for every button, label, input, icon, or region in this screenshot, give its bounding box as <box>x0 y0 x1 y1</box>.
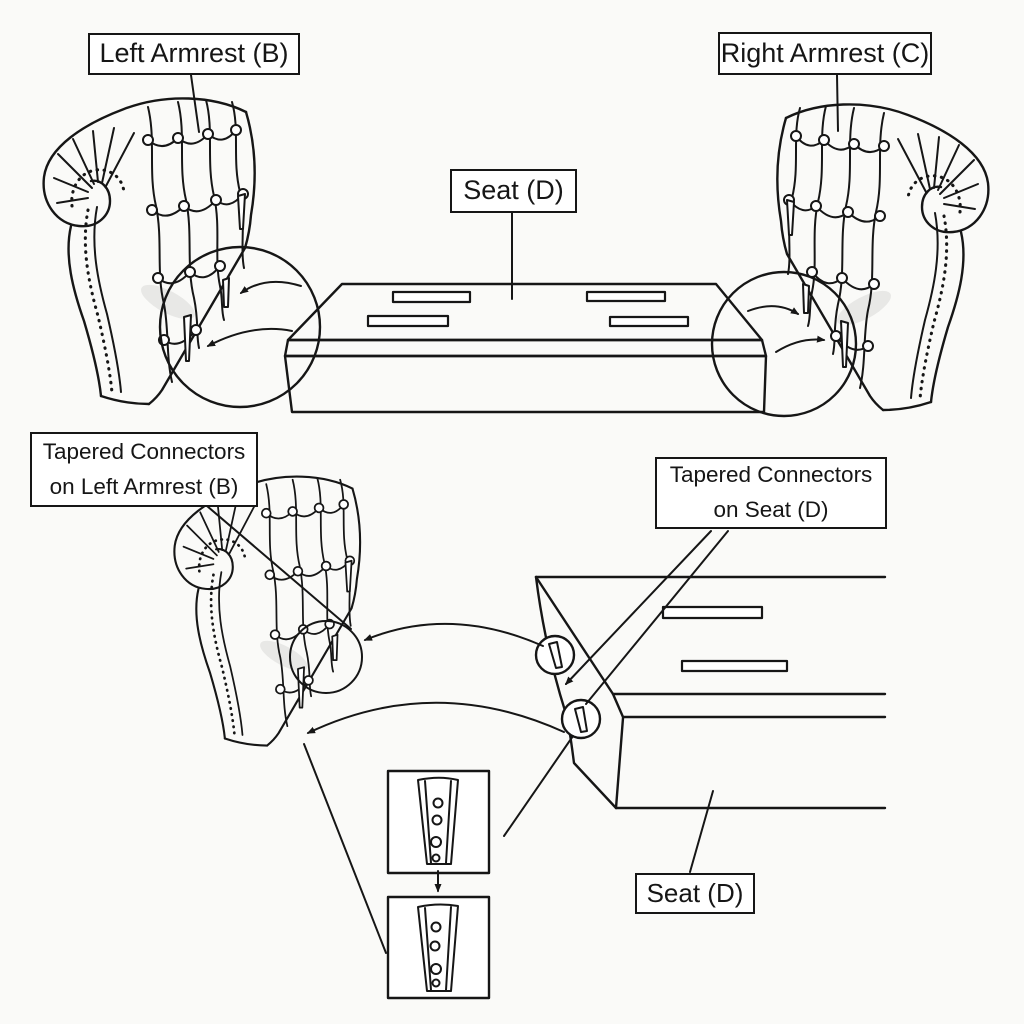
left-armrest-drawing <box>42 96 257 406</box>
right-armrest-label: Right Armrest (C) <box>718 32 932 75</box>
detail-armrest-connector-circle <box>289 620 363 694</box>
right-insertion-arrows <box>747 305 826 353</box>
assembly-direction-arrows <box>306 622 565 734</box>
tapered-connectors-left-armrest-label: Tapered Connectors on Left Armrest (B) <box>30 432 258 507</box>
right-connector-zoom-circle <box>710 270 858 418</box>
seat-label-top: Seat (D) <box>450 169 577 213</box>
left-insertion-arrows <box>206 280 302 347</box>
connector-detail-box-top <box>386 769 491 875</box>
detail-seat-drawing <box>534 575 887 810</box>
bottom-leader-lines <box>206 505 729 954</box>
detail-seat-connector-slots <box>661 605 789 673</box>
connector-detail-box-bottom <box>386 895 491 1000</box>
detail-left-armrest-drawing <box>173 475 362 747</box>
seat-connector-slots <box>366 290 690 328</box>
top-leader-lines <box>190 74 839 300</box>
detail-seat-connector-circles <box>534 634 602 740</box>
seat-drawing <box>283 282 768 414</box>
left-armrest-label: Left Armrest (B) <box>88 33 300 75</box>
seat-label-bottom: Seat (D) <box>635 873 755 914</box>
right-armrest-drawing <box>775 102 990 412</box>
left-connector-zoom-circle <box>158 245 322 409</box>
tapered-connectors-seat-label: Tapered Connectors on Seat (D) <box>655 457 887 529</box>
